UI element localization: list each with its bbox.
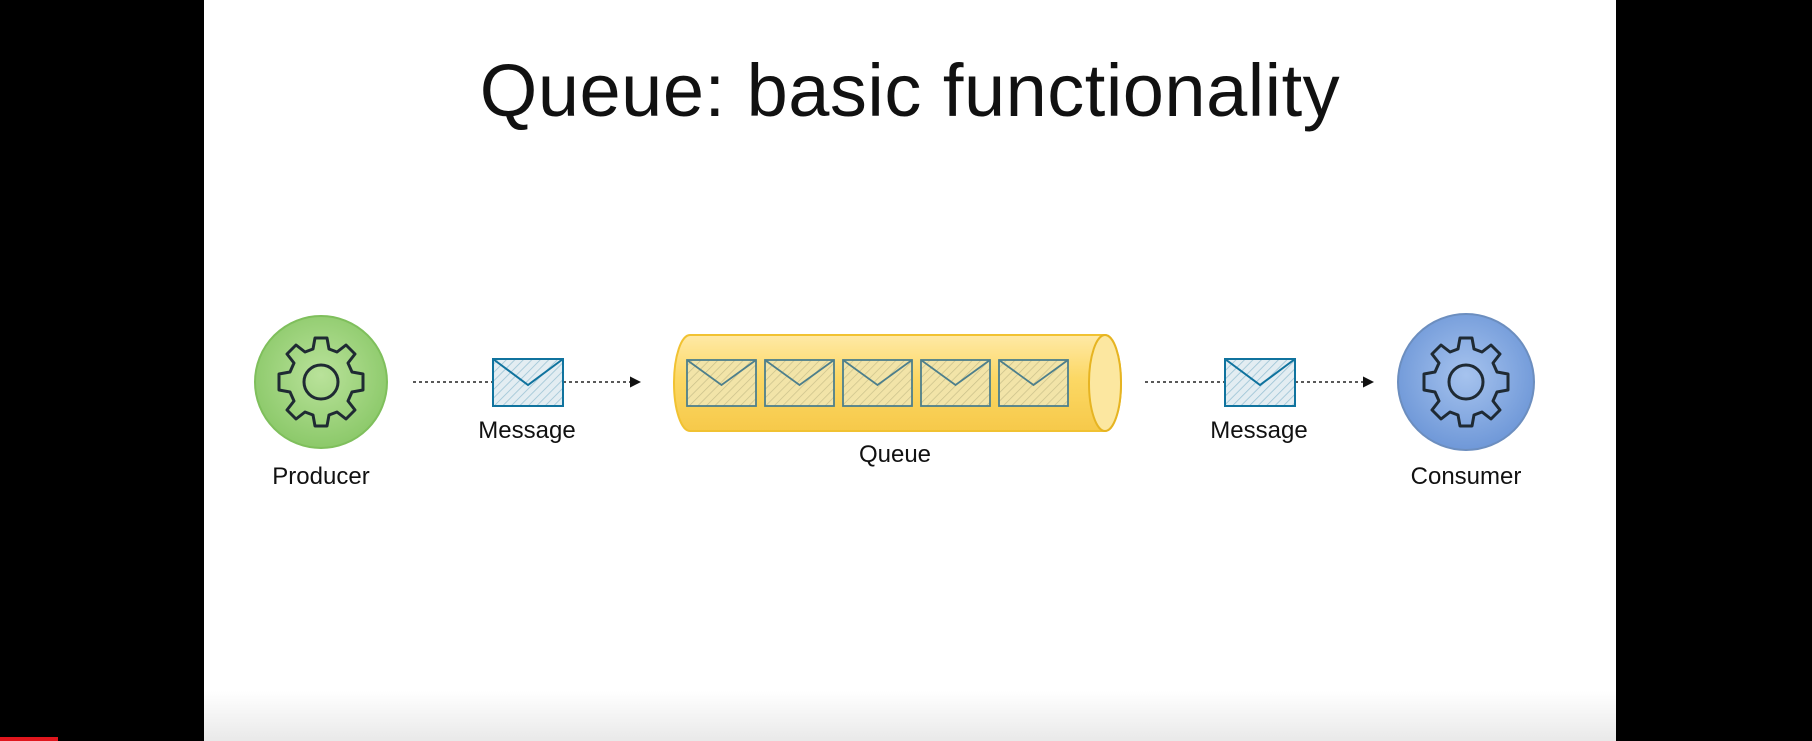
queued-message-1 [686, 359, 757, 407]
slide-bottom-fade [204, 691, 1616, 741]
envelope-icon [1224, 358, 1296, 407]
message-in-label: Message [478, 417, 575, 444]
envelope-flap [1224, 358, 1296, 387]
queued-message-5 [998, 359, 1069, 407]
slide-title: Queue: basic functionality [479, 49, 1341, 132]
slide: Queue: basic functionality [204, 0, 1616, 741]
envelope-icon [492, 358, 564, 407]
gear-icon [277, 336, 365, 428]
queued-message-2 [764, 359, 835, 407]
gear-icon [1422, 336, 1510, 428]
envelope-flap [492, 358, 564, 387]
queued-message-4 [920, 359, 991, 407]
video-progress-marker [0, 737, 58, 741]
consumer-label: Consumer [1411, 463, 1522, 490]
queue-node: Queue [673, 334, 1122, 468]
message-in: Message [478, 358, 576, 444]
queued-message-3 [842, 359, 913, 407]
message-out: Message [1210, 358, 1308, 444]
message-out-label: Message [1210, 417, 1307, 444]
queue-label: Queue [859, 441, 931, 468]
producer-label: Producer [272, 463, 369, 490]
consumer-node: Consumer [1397, 313, 1535, 490]
producer-node: Producer [254, 315, 388, 490]
producer-circle [254, 315, 388, 449]
queue-tube-end [1088, 334, 1122, 432]
consumer-circle [1397, 313, 1535, 451]
